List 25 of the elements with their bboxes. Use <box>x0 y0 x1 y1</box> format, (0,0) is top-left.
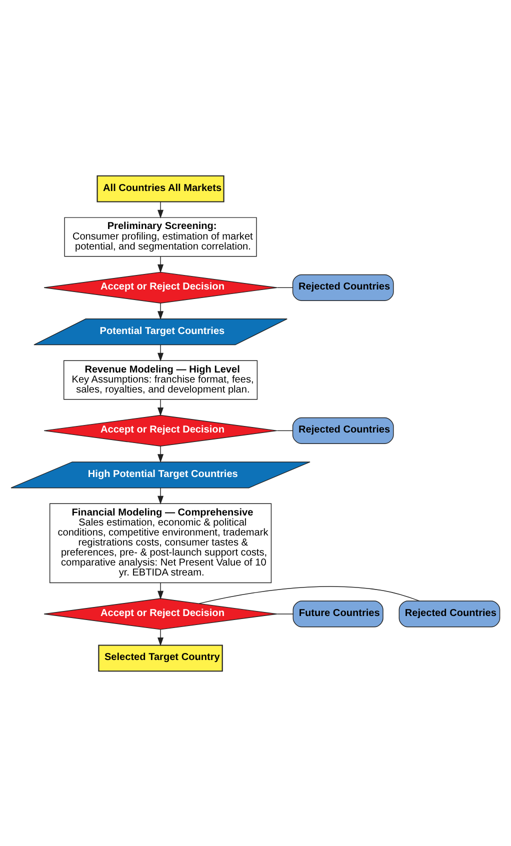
arrow <box>158 256 164 273</box>
arrow <box>158 446 164 462</box>
node-diamond: Accept or Reject Decision <box>44 414 278 446</box>
arrow <box>158 398 164 416</box>
node-box: Financial Modeling — Comprehensive Sales estimation, economic & political conditions, competitive environment, trademark registrations costs, consumer tastes & preferences, pre- & post-launch support costs, comparative analysis: Net Present Value of 10 yr. EBTIDA stream. <box>49 502 272 583</box>
arrow <box>158 302 164 320</box>
node-box: Rejected Countries <box>398 600 500 627</box>
arrow <box>158 344 164 361</box>
node-box: Rejected Countries <box>292 274 394 300</box>
connector <box>276 430 293 431</box>
arrow <box>158 200 164 218</box>
node-box: Selected Target Country <box>98 644 223 672</box>
node-box: Future Countries <box>292 600 384 627</box>
node-box: Revenue Modeling — High Level Key Assumptions: franchise format, fees, sales, royalties, and development plan. <box>64 360 258 400</box>
node-diamond: Accept or Reject Decision <box>44 598 278 630</box>
arrow <box>158 582 164 600</box>
connector <box>276 286 293 288</box>
node-diamond: Accept or Reject Decision <box>44 271 278 303</box>
node-box: Rejected Countries <box>292 416 394 444</box>
connector <box>276 613 294 614</box>
connector <box>198 586 420 604</box>
arrow <box>158 628 164 646</box>
arrow <box>158 487 164 504</box>
node-box: All Countries All Markets <box>96 174 224 202</box>
node-box: Preliminary Screening: Consumer profiling, estimation of market potential, and segmentation correlation. <box>64 216 257 256</box>
